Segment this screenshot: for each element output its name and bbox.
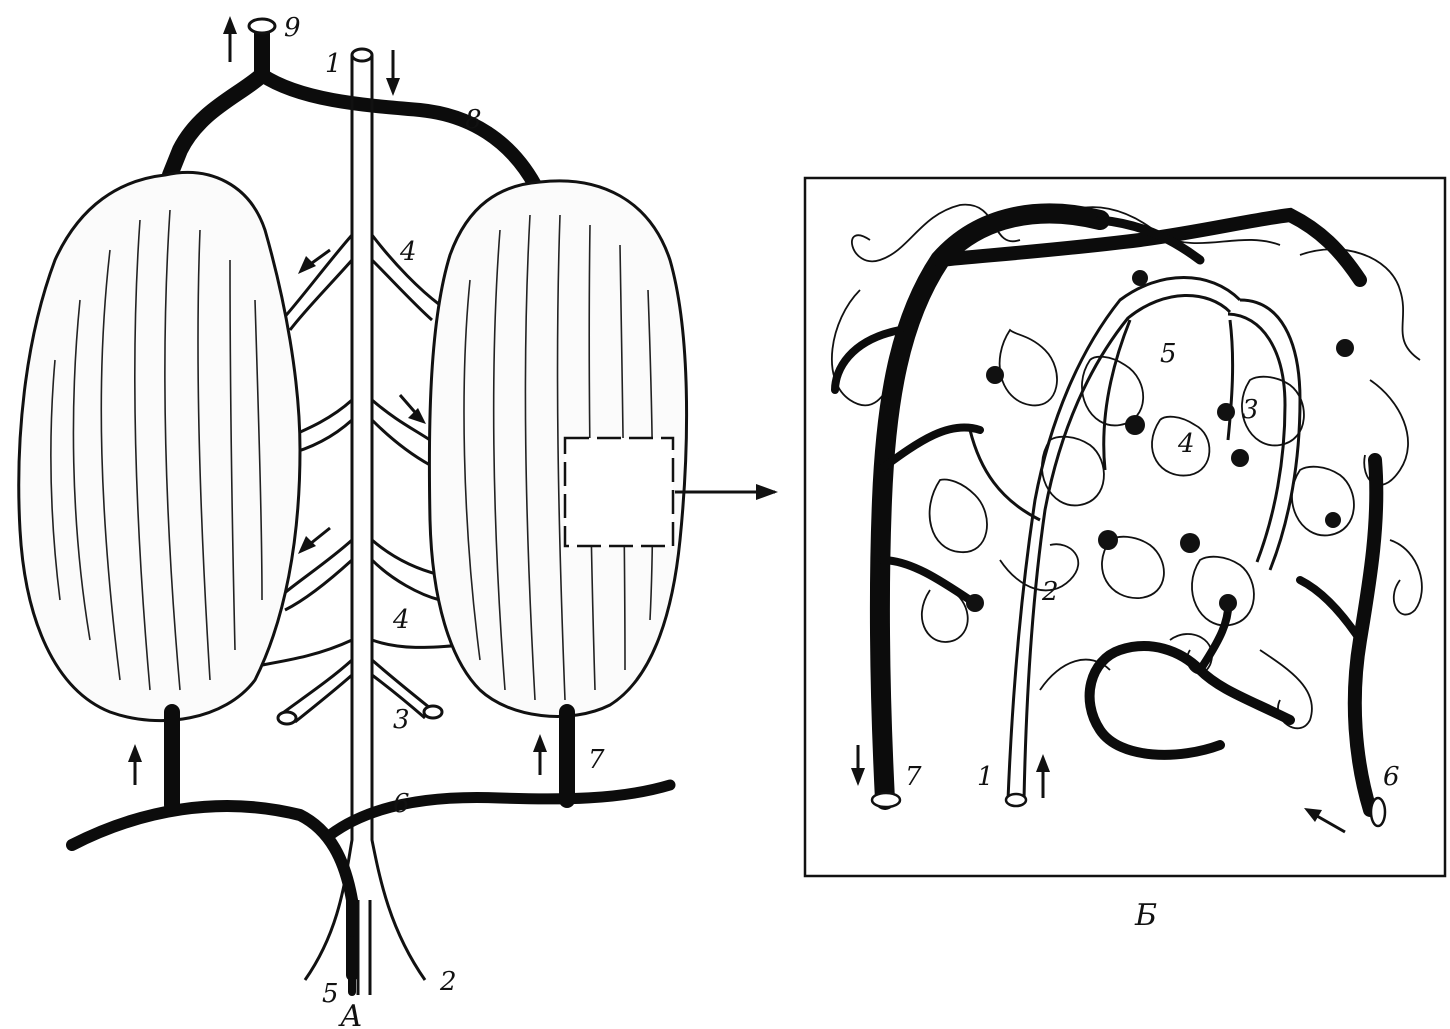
label-a-3: 3 [393,705,410,735]
vein-9-opening [249,19,275,33]
label-a-6: 6 [393,789,410,819]
label-b-2: 2 [1041,577,1059,607]
label-b-3: 3 [1242,395,1259,425]
label-b-7: 7 [905,762,922,792]
left-kidney [19,172,300,720]
label-a-7: 7 [588,745,605,775]
label-a-9: 9 [284,13,301,43]
label-a-4-bottom: 4 [392,605,410,635]
aorta-1-opening [352,49,372,61]
caption-a: А [338,999,363,1029]
label-b-5: 5 [1160,339,1177,369]
label-a-5: 5 [322,979,339,1009]
label-a-1: 1 [325,49,342,79]
aorta-1-right-wall [372,55,425,980]
label-b-6: 6 [1383,762,1400,792]
afferent-1-opening [1006,794,1026,806]
vein-7-opening-b [872,793,900,807]
renal-portal-vein-6 [72,806,352,975]
panel-b: 5 3 4 2 7 1 6 Б [805,178,1445,933]
inset-region-box [565,438,673,546]
renal-portal-vein-6-right [330,785,670,835]
panel-b-frame [805,178,1445,876]
caption-b: Б [1134,898,1157,933]
label-b-4: 4 [1177,429,1195,459]
aorta-center-stem [358,900,370,995]
efferent-vein-8 [170,30,262,175]
vein-6-opening-b [1371,798,1385,826]
label-a-8: 8 [465,105,482,135]
label-a-2: 2 [439,967,457,997]
panel-a: 9 1 8 4 4 3 7 6 5 2 А [19,13,778,1029]
label-b-1: 1 [977,762,994,792]
efferent-vein-8-right [262,75,535,185]
label-a-4-top: 4 [399,237,417,267]
